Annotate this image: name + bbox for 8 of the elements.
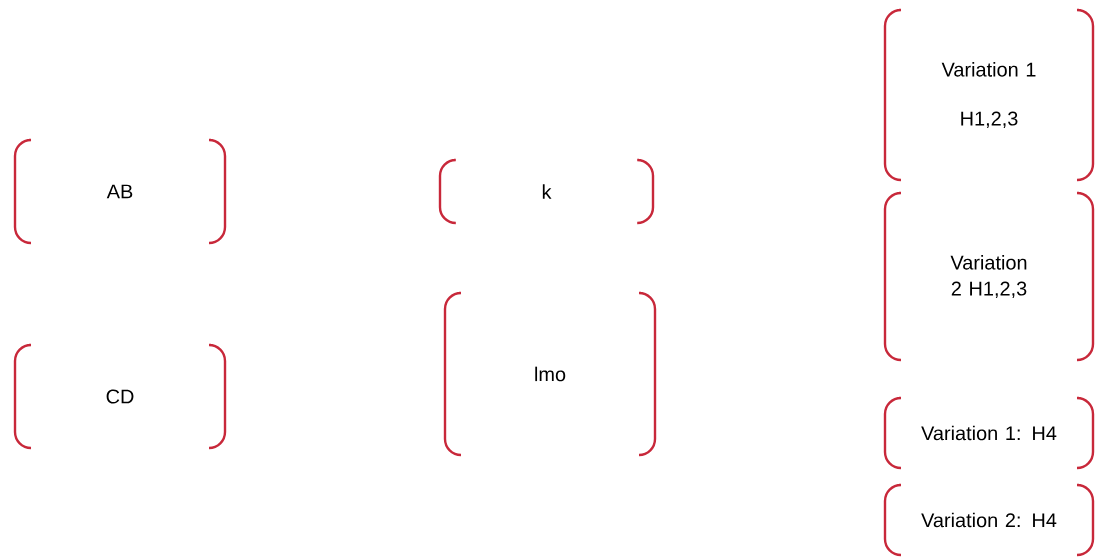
bracket-box: k bbox=[438, 158, 655, 225]
bracket-box: Variation 2 H1,2,3 bbox=[883, 191, 1095, 362]
bracket-box: Variation 1 H1,2,3 bbox=[883, 8, 1095, 182]
bracket-box: AB bbox=[13, 138, 227, 245]
bracket-box: CD bbox=[13, 343, 227, 450]
bracket-box: lmo bbox=[443, 291, 657, 457]
bracket-box: Variation 2: H4 bbox=[883, 483, 1095, 557]
bracket-box: Variation 1: H4 bbox=[883, 396, 1095, 470]
